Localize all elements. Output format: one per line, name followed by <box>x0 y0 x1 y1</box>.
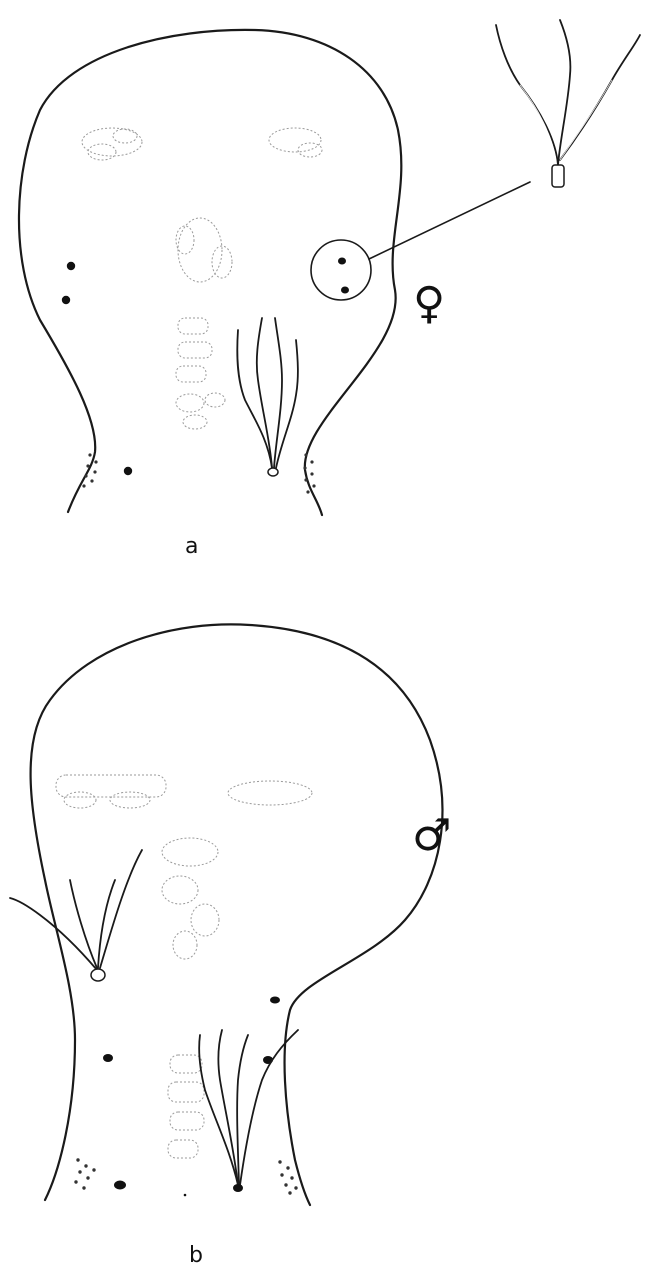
panel-b-label: b <box>189 1243 203 1268</box>
panel-a-pore <box>124 467 132 475</box>
panel-a-label: a <box>185 534 198 559</box>
panel-a-enlarged-seta <box>496 20 640 187</box>
panel-a-pore <box>62 296 70 304</box>
panel-b-pore <box>270 997 280 1004</box>
panel-b-seta-upper <box>10 850 142 981</box>
panel-b: ♂ b <box>10 624 451 1268</box>
panel-b-sex-symbol: ♂ <box>412 810 451 861</box>
panel-b-stipple-left <box>74 1158 95 1189</box>
panel-b-stipple-right <box>278 1160 297 1194</box>
panel-b-pore <box>103 1054 113 1062</box>
panel-b-seta-lower <box>199 1030 298 1192</box>
panel-b-pore <box>114 1181 126 1190</box>
panel-a-pore <box>67 262 75 270</box>
panel-a-body-outline <box>19 30 401 515</box>
panel-a-pore <box>338 258 346 265</box>
panel-a-magnify-circle <box>311 240 371 300</box>
panel-a-surface-pattern <box>82 128 322 429</box>
panel-a-leader-line <box>369 182 530 259</box>
panel-a-pore <box>341 287 349 294</box>
panel-a-sex-symbol: ♀ <box>413 278 445 329</box>
panel-a-stipple-left <box>82 453 97 487</box>
panel-a-seta <box>237 318 298 476</box>
panel-b-pore <box>184 1194 187 1197</box>
panel-a: ♀ a <box>19 20 640 559</box>
